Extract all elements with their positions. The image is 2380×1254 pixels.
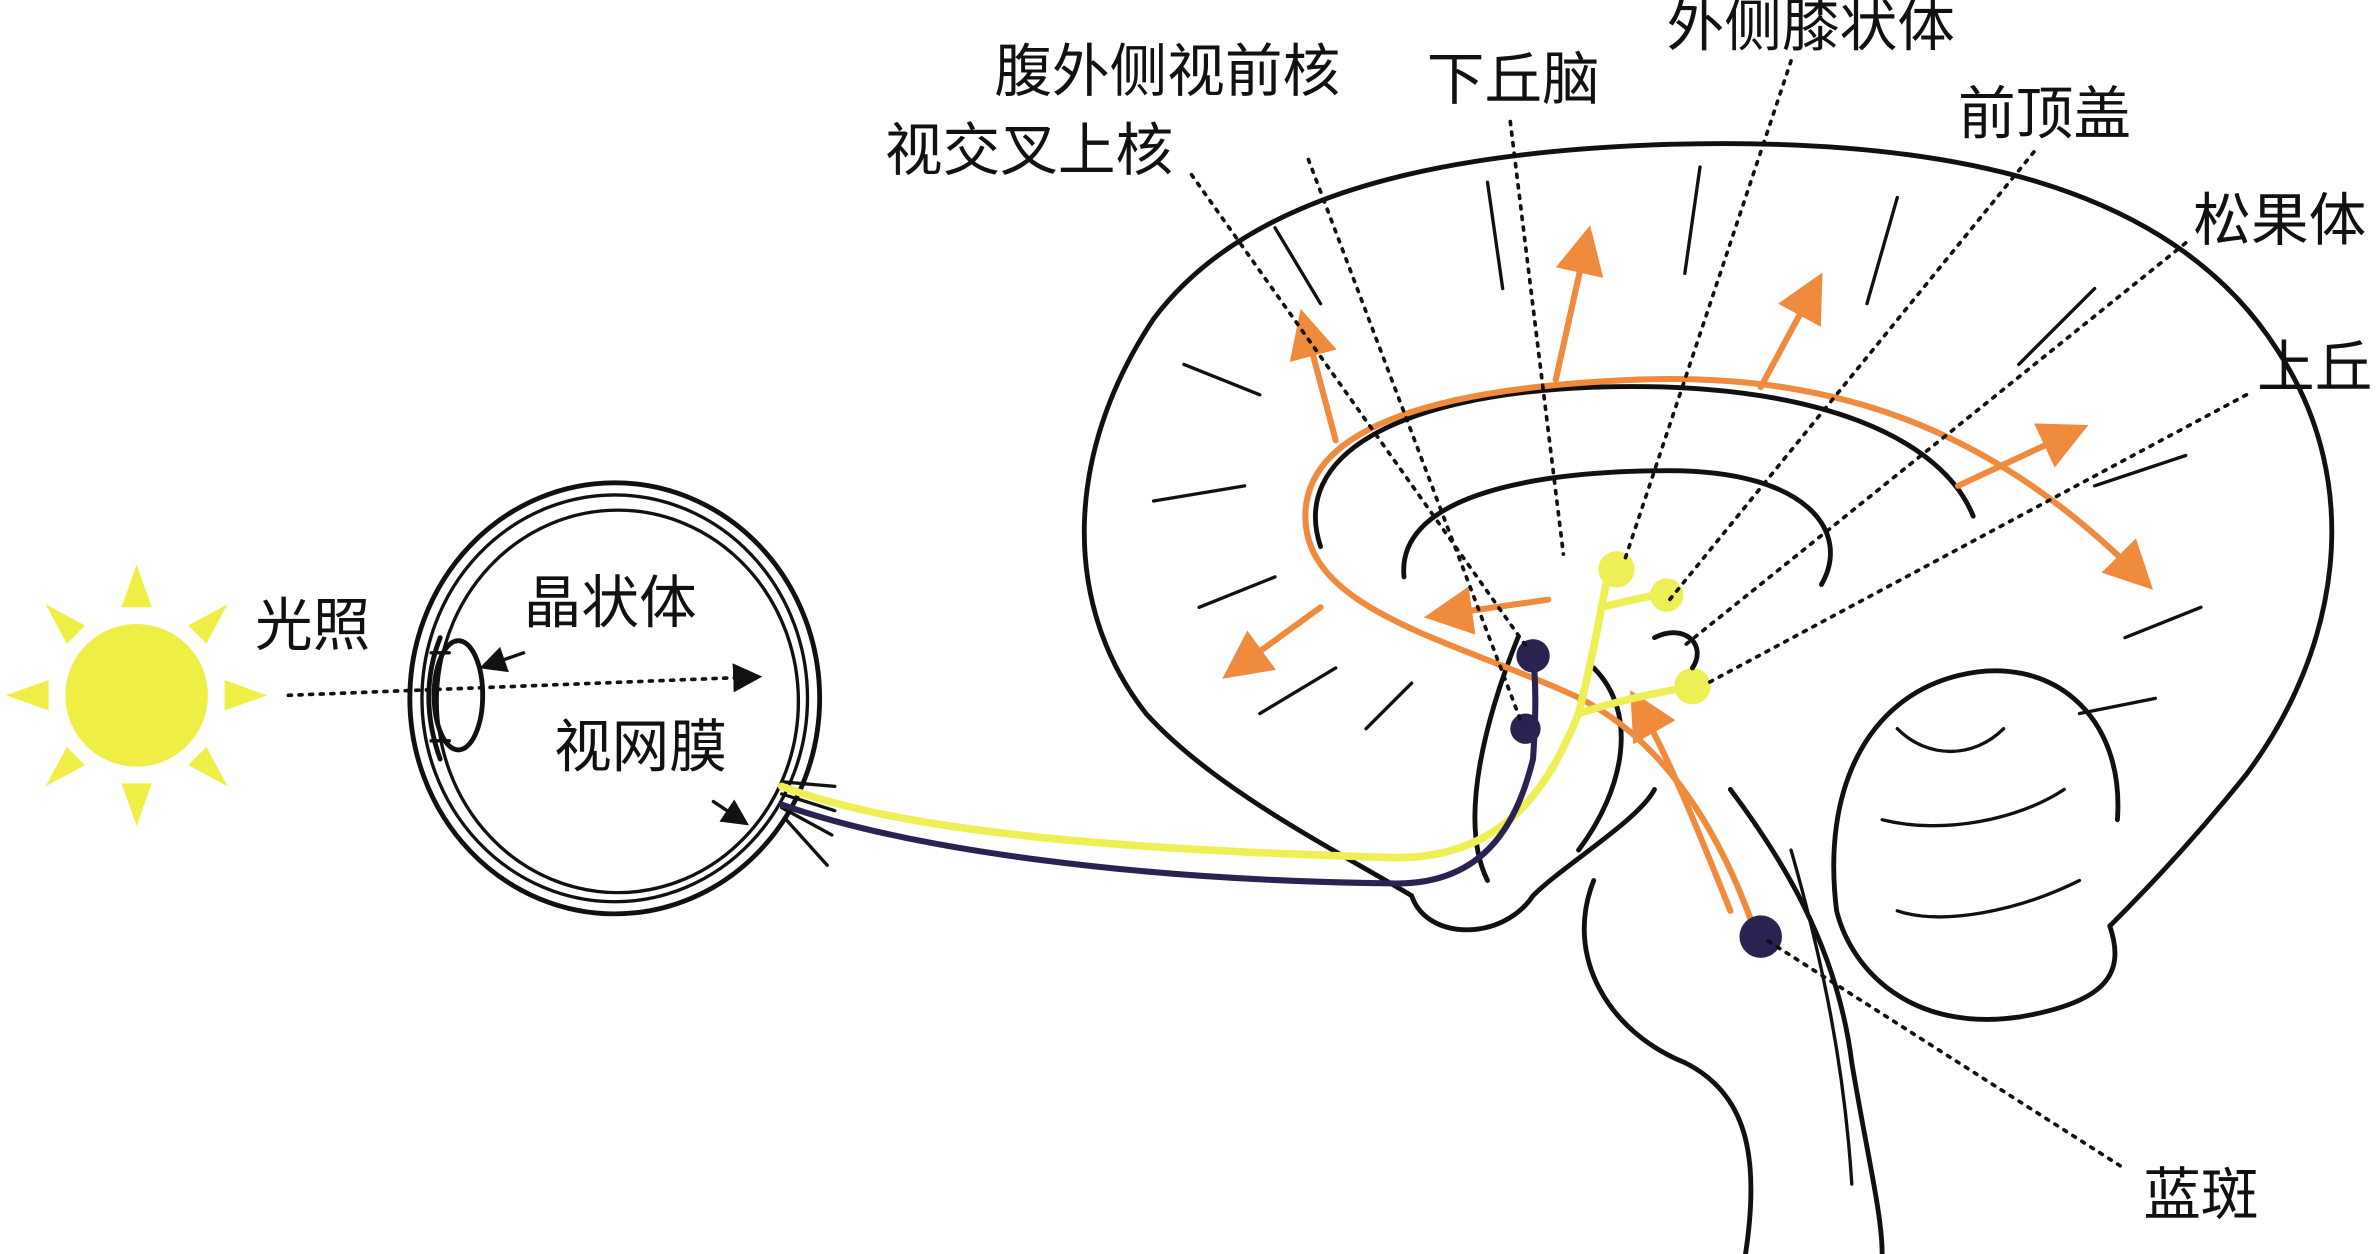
retina-pointer-arrow [711, 799, 750, 826]
nucleus-scn [1516, 639, 1550, 673]
label-pineal: 松果体 [2193, 186, 2366, 254]
pineal-gland [1652, 630, 1700, 671]
nucleus-pretectum [1649, 578, 1684, 612]
nucleus-superior-colliculus [1674, 667, 1711, 705]
light-ray-line [286, 663, 763, 698]
label-lgn: 外侧膝状体 [1667, 0, 1955, 60]
label-light: 光照 [255, 591, 370, 659]
label-pretectum: 前顶盖 [1958, 80, 2131, 148]
label-locus-coeruleus: 蓝斑 [2143, 1160, 2258, 1228]
label-vlpo: 腹外侧视前核 [994, 37, 1340, 105]
nucleus-locus-coeruleus [1739, 915, 1782, 958]
label-superior-colliculus: 上丘 [2257, 333, 2372, 401]
label-lens: 晶状体 [524, 568, 697, 636]
nucleus-lgn [1598, 551, 1635, 588]
brain [1081, 141, 2335, 1254]
nuclei [1510, 551, 1782, 958]
sun-icon [6, 564, 268, 826]
label-hypothalamus: 下丘脑 [1427, 45, 1600, 113]
noradrenergic-projections [1222, 225, 2154, 930]
lens-pointer-arrow [479, 646, 526, 673]
nucleus-vlpo [1510, 713, 1541, 744]
retinal-pathway-yellow [777, 565, 1697, 862]
label-scn: 视交叉上核 [885, 116, 1173, 184]
eye [407, 480, 837, 917]
leader-lines [1189, 59, 2249, 1171]
label-retina: 视网膜 [554, 713, 727, 781]
